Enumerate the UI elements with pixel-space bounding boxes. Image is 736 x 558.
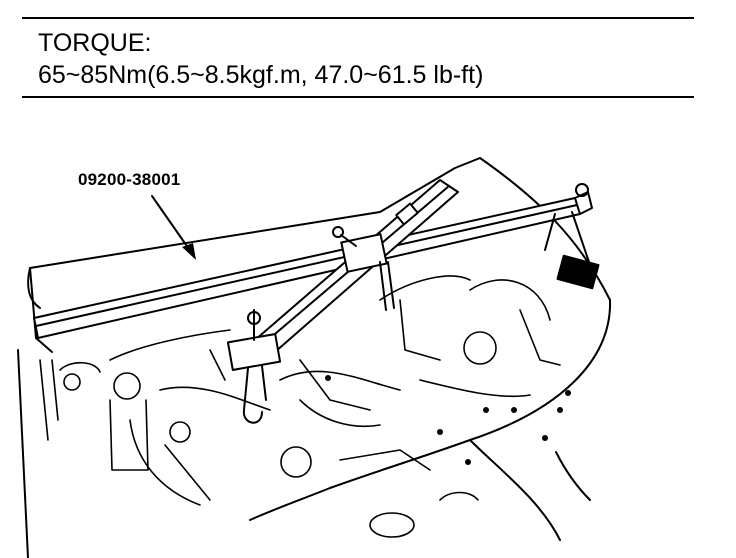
- engine-bay-illustration: [17, 157, 612, 558]
- center-clamp: [332, 226, 395, 311]
- torque-title: TORQUE:: [38, 29, 152, 57]
- callout-arrow: [151, 195, 196, 260]
- engine-components: [39, 275, 561, 538]
- bolt-dots: [325, 375, 571, 465]
- car-body-outline: [17, 157, 612, 558]
- tool-number-label: 09200-38001: [78, 170, 181, 189]
- right-support-foot: [544, 211, 600, 290]
- top-rule: [22, 17, 694, 19]
- torque-value: 65~85Nm(6.5~8.5kgf.m, 47.0~61.5 lb-ft): [38, 61, 484, 89]
- bottom-rule: [22, 96, 694, 98]
- lifting-hook-assembly: [226, 309, 282, 424]
